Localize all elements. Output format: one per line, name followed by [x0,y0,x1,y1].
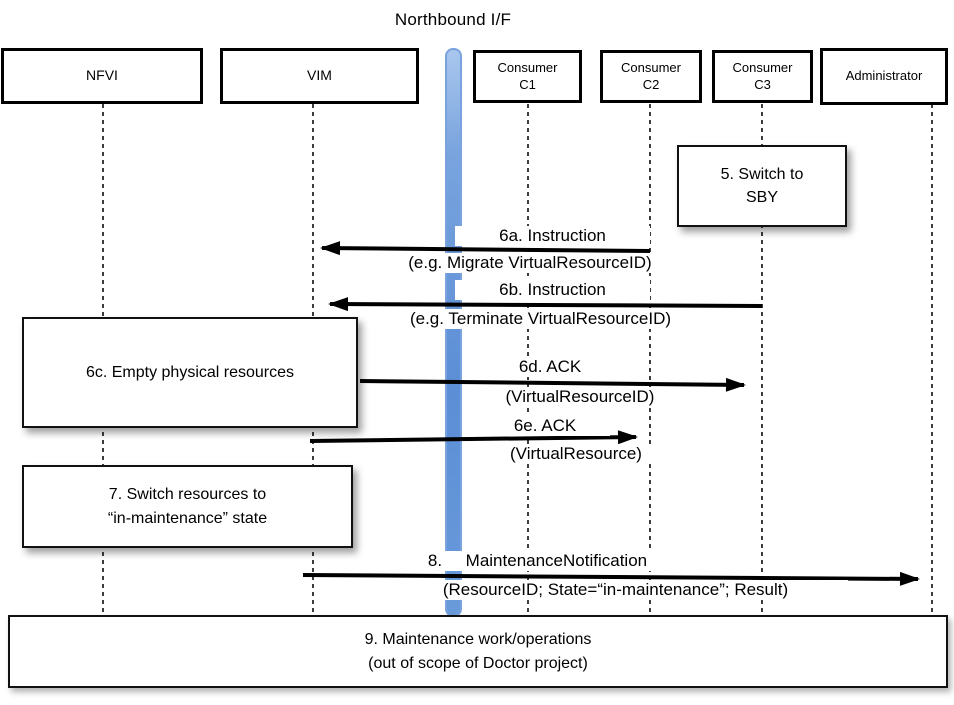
note-empty-physical-resources: 6c. Empty physical resources [22,317,358,428]
actor-label-consumer: Consumer [497,60,558,76]
message-sublabel-6e: (VirtualResource) [480,444,672,465]
note-line: (out of scope of Doctor project) [368,654,588,672]
note-line: 6c. Empty physical resources [85,363,295,381]
actor-box-vim: VIM [220,48,419,104]
message-label-6a: 6a. Instruction [455,226,650,247]
message-sublabel-6b: (e.g. Terminate VirtualResourceID) [368,309,713,330]
note-maintenance-work: 9. Maintenance work/operations (out of s… [8,615,948,688]
actor-box-nfvi: NFVI [1,48,203,104]
note-line: 9. Maintenance work/operations [364,631,592,649]
lifeline-consumer-c3 [761,104,763,615]
actor-label-c2: C2 [642,76,660,92]
note-line: “in-maintenance” state [107,509,268,527]
actor-label-nfvi: NFVI [86,67,118,84]
diagram-title: Northbound I/F [394,10,512,29]
arrow-6b-instruction [328,297,763,312]
message-sublabel-6a: (e.g. Migrate VirtualResourceID) [365,253,695,274]
actor-label-c1: C1 [519,76,536,92]
lifeline-consumer-c2 [649,104,651,615]
actor-box-consumer-c2: Consumer C2 [600,50,702,103]
arrow-6a-instruction [320,241,651,256]
actor-box-consumer-c1: Consumer C1 [473,50,582,103]
message-sublabel-8: (ResourceID; State=“in-maintenance”; Res… [383,580,848,601]
actor-label-c3: C3 [754,76,771,92]
note-switch-to-sby: 5. Switch to SBY [677,145,847,227]
lifeline-administrator [931,104,933,615]
message-label-8: 8. MaintenanceNotification [415,551,660,572]
message-label-6d: 6d. ACK [485,357,615,378]
message-label-6e: 6e. ACK [480,416,610,437]
actor-label-administrator: Administrator [845,68,923,84]
message-sublabel-6d: (VirtualResourceID) [480,387,680,408]
arrow-8-maintenance-notification [302,571,920,586]
actor-box-consumer-c3: Consumer C3 [712,50,813,103]
actor-label-consumer: Consumer [621,60,681,76]
actor-box-administrator: Administrator [820,48,948,105]
arrow-6e-ack [309,430,638,445]
note-line: SBY [745,189,778,206]
actor-label-consumer: Consumer [732,60,793,76]
actor-label-vim: VIM [307,67,332,84]
note-line: 5. Switch to [720,165,804,183]
arrow-6d-ack [359,377,746,392]
note-switch-resources-in-maintenance: 7. Switch resources to “in-maintenance” … [22,465,353,548]
note-line: 7. Switch resources to [108,486,267,504]
message-label-6b: 6b. Instruction [455,280,650,301]
